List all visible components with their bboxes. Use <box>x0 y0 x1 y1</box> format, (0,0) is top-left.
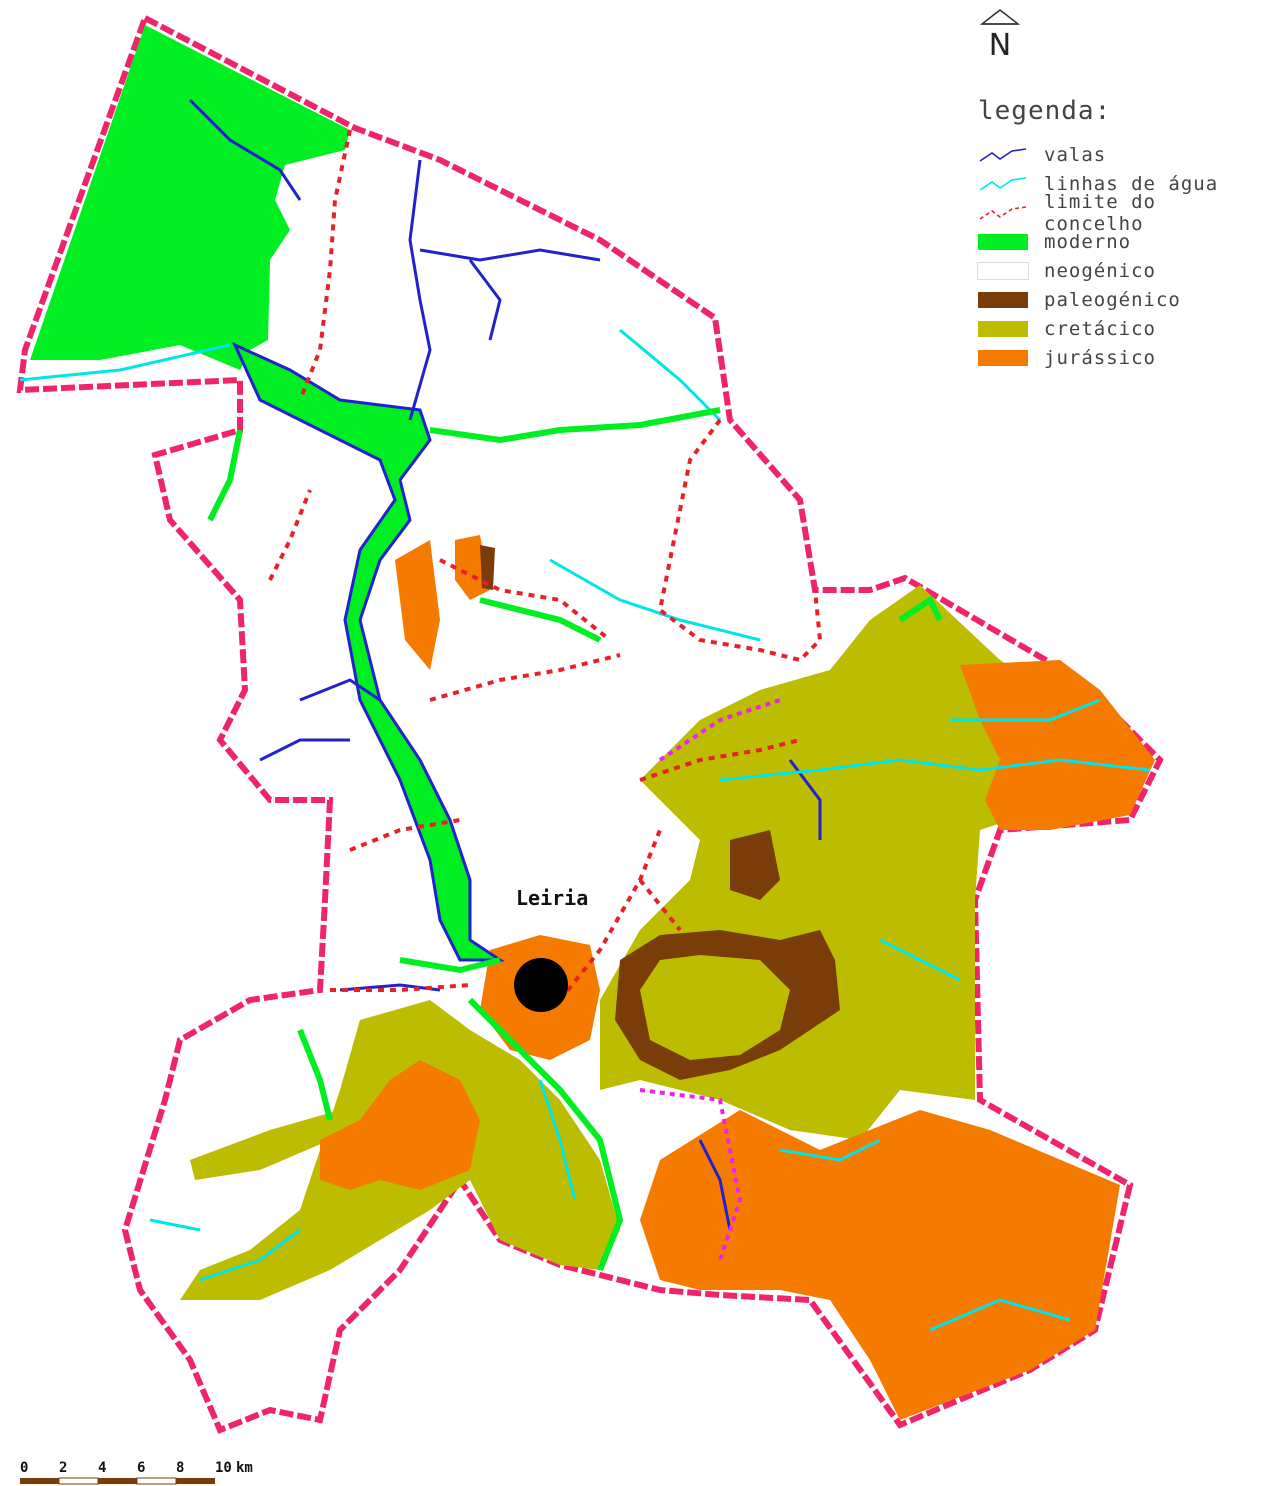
scale-tick-label: 8 <box>176 1460 184 1476</box>
legend-title: legenda: <box>978 96 1112 126</box>
legend-item: paleogénico <box>978 285 1258 314</box>
north-arrow-icon <box>979 9 1021 25</box>
scale-tick-label: 0 <box>20 1460 28 1476</box>
legend-line-symbol <box>979 176 1027 191</box>
legend-label: linhas de água <box>1044 172 1219 195</box>
legend-swatch <box>978 349 1028 366</box>
legend-swatch <box>977 261 1029 280</box>
area-jurassico-north <box>395 540 440 670</box>
scale-unit-label: km <box>236 1460 253 1476</box>
scale-bar-segment-2 <box>58 1477 99 1485</box>
legend-item: cretácico <box>978 314 1258 343</box>
area-paleogenico-ring <box>615 930 840 1080</box>
scale-bar-segment-1 <box>20 1478 59 1484</box>
scale-bar-segment-4 <box>136 1477 177 1485</box>
limite-do-concelho <box>268 129 823 1002</box>
city-label: Leiria <box>516 886 589 910</box>
scale-tick-label: 4 <box>98 1460 106 1476</box>
area-cretacico-strip <box>190 1110 340 1180</box>
area-jurassico-southwest <box>320 1060 480 1190</box>
area-moderno-northwest <box>30 25 350 370</box>
area-paleogenico-north <box>730 830 780 900</box>
area-jurassico-east <box>960 660 1155 830</box>
legend-label: limite do concelho <box>1044 190 1156 235</box>
legend-item: jurássico <box>978 343 1258 372</box>
scale-tick-label: 6 <box>137 1460 145 1476</box>
legend-label: moderno <box>1044 230 1132 253</box>
area-jurassico-southeast <box>640 1110 1120 1420</box>
area-paleogenico-small <box>480 545 495 590</box>
legend-item: linhas de água <box>978 169 1258 198</box>
main-river-valley <box>231 341 505 962</box>
legend-swatch <box>978 233 1028 250</box>
cretacico-boundary-magenta <box>639 698 781 1261</box>
leiria-city-marker <box>514 958 568 1012</box>
scale-bar-segment-3 <box>98 1478 137 1484</box>
north-letter: N <box>988 28 1012 63</box>
scale-bar-segment-5 <box>176 1478 215 1484</box>
scale-tick-label: 2 <box>59 1460 67 1476</box>
legend-label: cretácico <box>1044 317 1156 340</box>
legend-item: neogénico <box>977 256 1258 285</box>
legend-item: limite do concelho <box>978 191 1258 235</box>
legend-line-symbol <box>979 205 1027 220</box>
legend-line-symbol <box>979 147 1027 162</box>
legend-label: valas <box>1044 143 1107 166</box>
north-arrow: N <box>979 8 1021 64</box>
legend-swatch <box>978 320 1028 337</box>
area-cretacico-east <box>600 585 1100 1140</box>
legend-label: neogénico <box>1044 259 1156 282</box>
legend-label: paleogénico <box>1044 288 1181 311</box>
legend-label: jurássico <box>1044 346 1156 369</box>
linhas-de-agua-network <box>19 328 1151 1332</box>
legend-swatch <box>978 291 1028 308</box>
legend-item: valas <box>978 140 1258 169</box>
scale-tick-label: 10 <box>215 1460 232 1476</box>
moderno-tributaries <box>207 407 943 1272</box>
legend-item: moderno <box>978 227 1258 256</box>
